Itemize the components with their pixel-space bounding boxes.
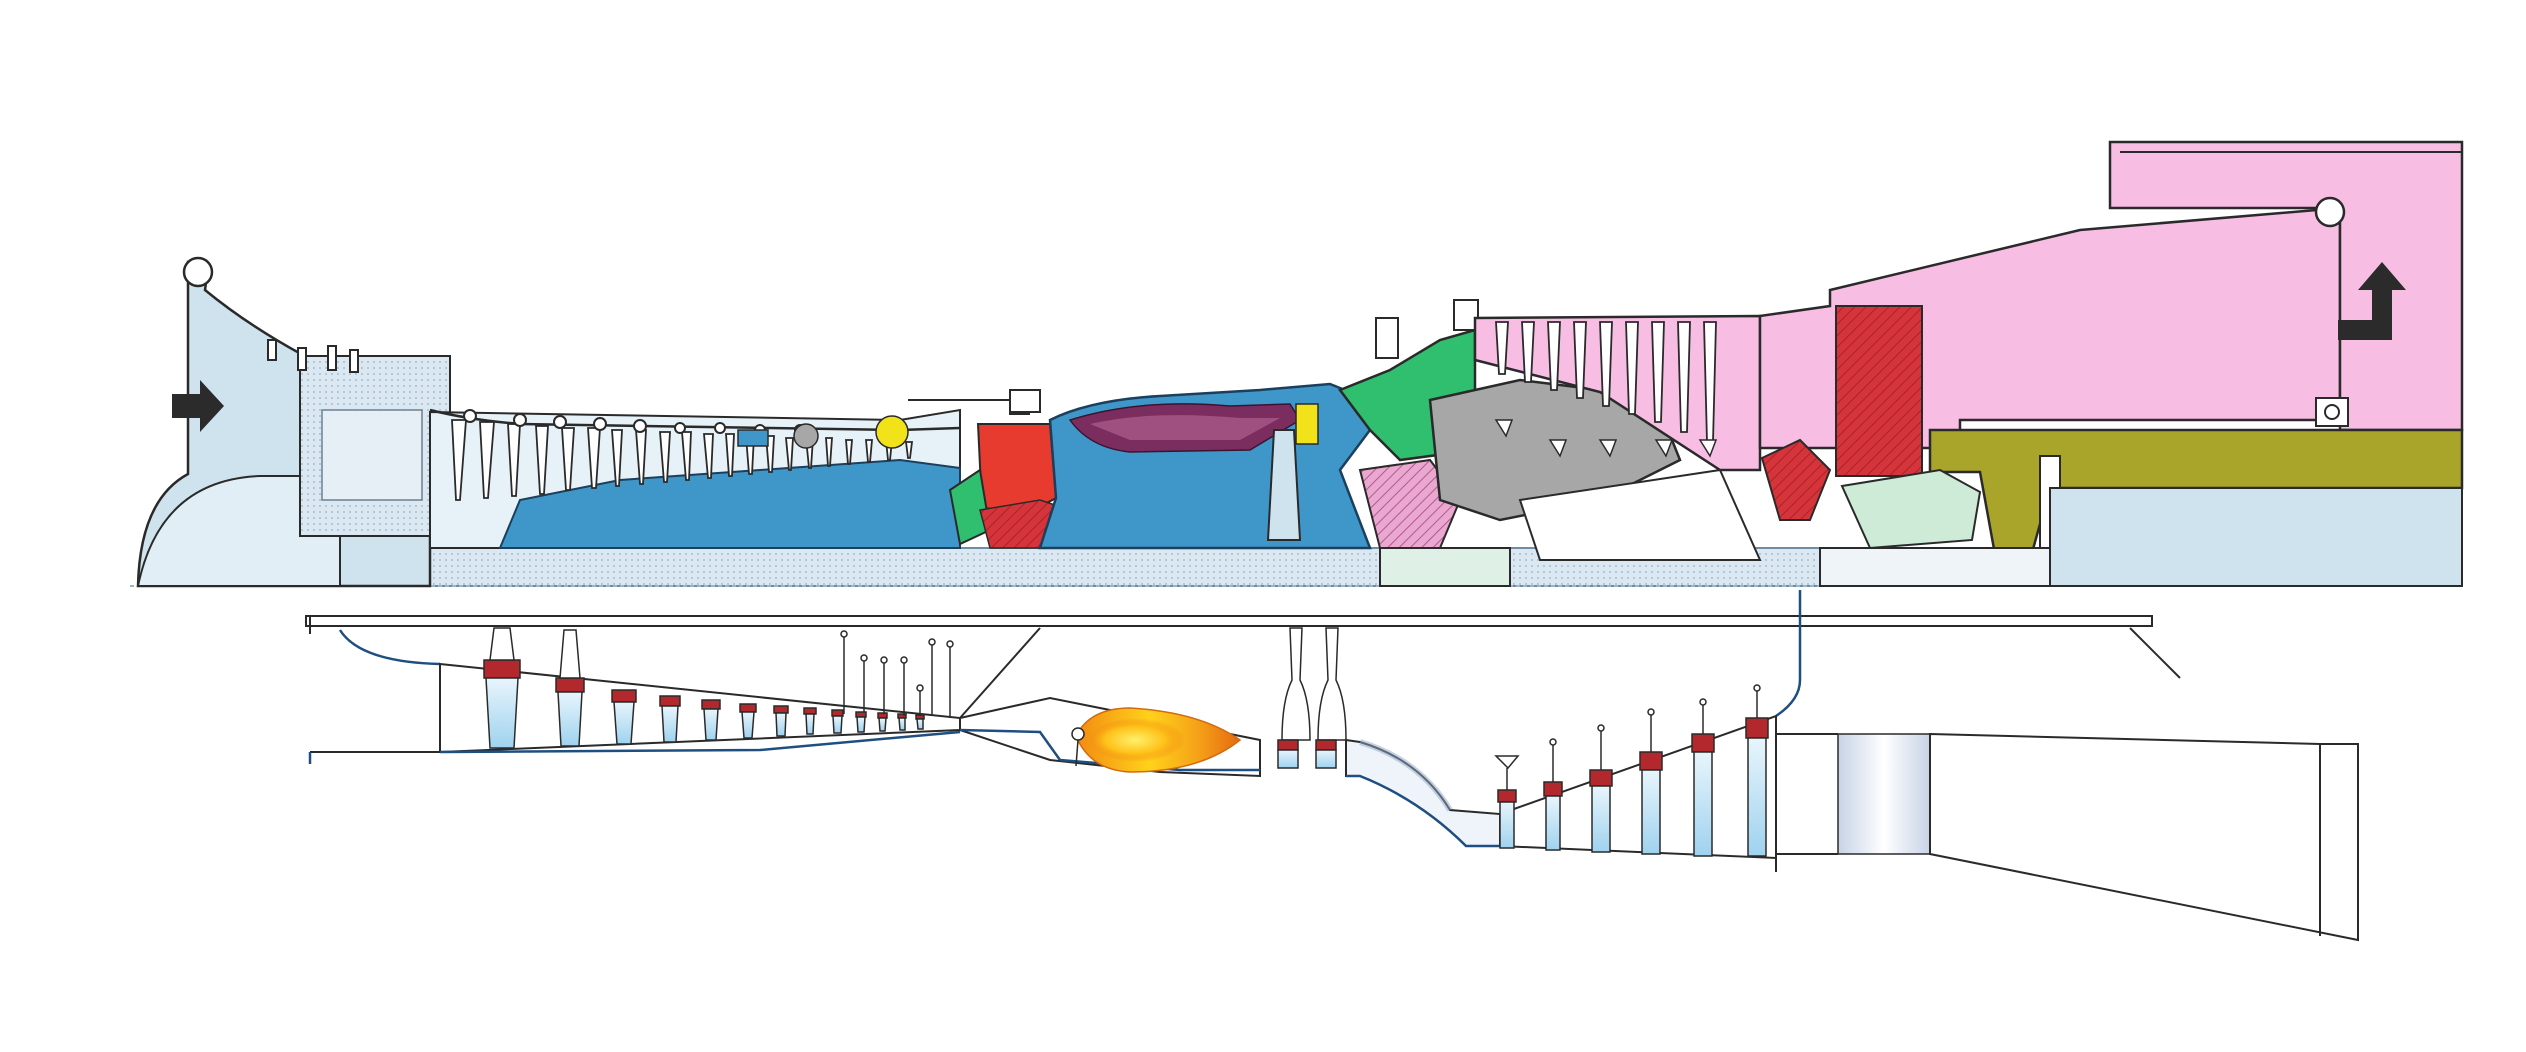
turbine-disc (1266, 429, 1302, 541)
power-turbine-stages (1494, 684, 1769, 857)
stage-3 (611, 689, 637, 745)
stage-10 (855, 711, 867, 733)
stage-8 (803, 707, 817, 735)
inlet-lip (182, 256, 214, 288)
exhaust-lifting-eye (2314, 196, 2346, 228)
stage-5 (701, 699, 721, 741)
grey-fitting (793, 423, 819, 449)
inner-cone (1518, 468, 1762, 561)
bleed-pipes (840, 630, 954, 718)
yellow-fitting (875, 415, 909, 449)
inlet-flowline (338, 629, 441, 666)
exit-flowline (1775, 590, 1802, 718)
power-turbine-stems (1494, 419, 1718, 458)
schematic-panel (305, 590, 2359, 942)
power-turbine-flowpath (1499, 714, 1777, 860)
stage-2 (555, 629, 585, 747)
stage-6 (739, 703, 757, 739)
hp-turbine (1277, 627, 1347, 769)
stage-7 (773, 705, 789, 737)
stage-9 (831, 709, 844, 734)
yellow-transition (1295, 403, 1319, 445)
stage-4 (659, 695, 681, 743)
exhaust-diffuser (1929, 732, 2359, 942)
stage-12 (897, 713, 907, 731)
exhaust-bearing-casing (1837, 733, 1931, 855)
exhaust-arrow-icon (2338, 262, 2406, 340)
fuel-injector (1071, 727, 1085, 741)
stage-1 (483, 627, 521, 749)
inlet-arrow-icon (172, 380, 224, 432)
exhaust-frame (1835, 305, 1923, 477)
bearing-housing (1840, 468, 1982, 550)
red-rear-mount (1760, 438, 1832, 521)
stage-13 (915, 714, 925, 730)
flame-core (1090, 718, 1190, 762)
power-turbine-blades (1495, 321, 1717, 443)
cutaway-panel (130, 140, 2464, 588)
pink-hatched-support (1358, 458, 1462, 549)
right-baseplate (2049, 487, 2463, 587)
inlet-strut (321, 409, 423, 501)
compressor-hub-line (439, 730, 961, 754)
red-fuel-block (976, 423, 1058, 514)
shaft-bar (305, 615, 2153, 627)
stage-11 (877, 712, 888, 732)
compressor-stages (483, 627, 925, 749)
transition-duct (1345, 738, 1501, 847)
inlet-lower-fairing (136, 475, 341, 587)
bleed-valve (737, 429, 769, 447)
